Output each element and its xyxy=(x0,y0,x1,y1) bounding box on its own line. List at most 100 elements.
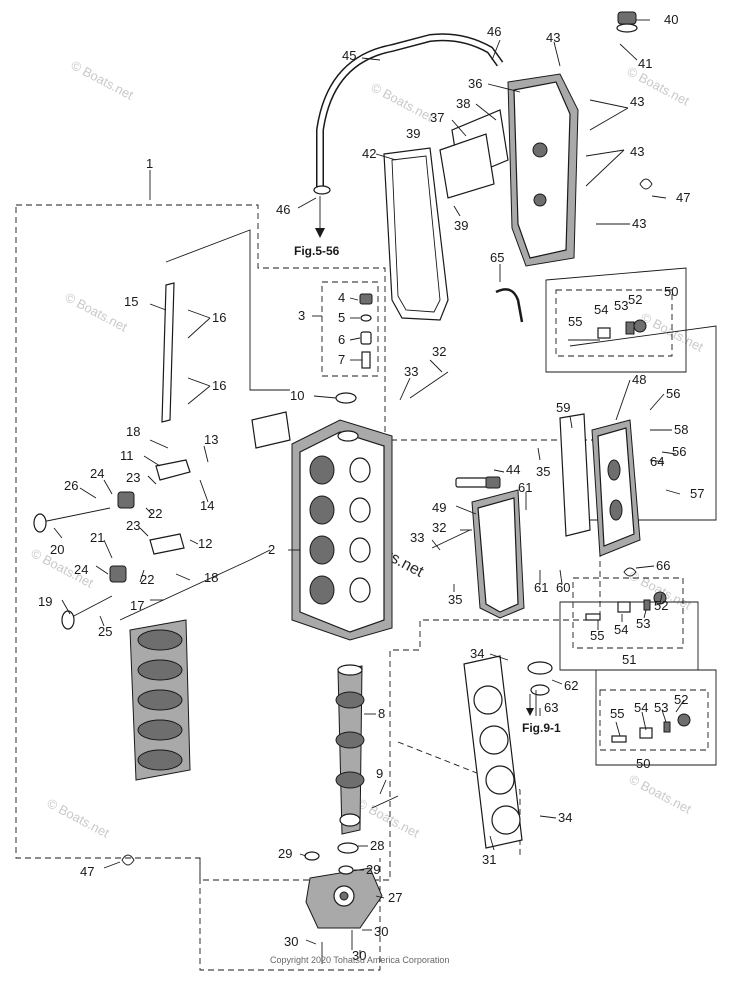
clip xyxy=(639,178,653,190)
callout: 38 xyxy=(456,96,470,111)
valve-kit-outline xyxy=(321,281,379,377)
callout: 33 xyxy=(404,364,418,379)
callout: 19 xyxy=(38,594,52,609)
valve-spring xyxy=(109,565,127,583)
sensor-kit-outline-low xyxy=(599,689,709,751)
rocker-shaft xyxy=(161,282,175,423)
callout: 57 xyxy=(690,486,704,501)
callout: 15 xyxy=(124,294,138,309)
sensor-kit-outline-mid xyxy=(572,577,684,649)
callout: 17 xyxy=(130,598,144,613)
callout: 4 xyxy=(338,290,345,305)
callout: 18 xyxy=(204,570,218,585)
head-gasket xyxy=(463,655,523,849)
head-cover-gasket xyxy=(383,147,449,321)
callout: 21 xyxy=(90,530,104,545)
callout: 62 xyxy=(564,678,578,693)
callout: 14 xyxy=(200,498,214,513)
o-ring xyxy=(337,842,359,854)
breather-hose-core xyxy=(317,34,503,190)
callout: 30 xyxy=(284,934,298,949)
exhaust-gasket xyxy=(559,413,591,537)
callout: 2 xyxy=(268,542,275,557)
callout: 50 xyxy=(636,756,650,771)
callout: 39 xyxy=(454,218,468,233)
callout: 27 xyxy=(388,890,402,905)
callout: 20 xyxy=(50,542,64,557)
valve-head xyxy=(33,513,47,533)
callout: 32 xyxy=(432,344,446,359)
clip xyxy=(121,854,135,866)
callout: 30 xyxy=(352,948,366,963)
callout: 40 xyxy=(664,12,678,27)
callout: 31 xyxy=(482,852,496,867)
callout: 55 xyxy=(568,314,582,329)
watermark: © Boats.net xyxy=(369,79,437,124)
spark-plug xyxy=(455,476,501,489)
baffle-plate xyxy=(439,133,495,199)
callout: 52 xyxy=(628,292,642,307)
callout: 1 xyxy=(146,156,153,171)
oil-filler-cap xyxy=(616,11,638,33)
callout: 29 xyxy=(366,862,380,877)
exhaust-cover xyxy=(591,419,641,557)
callout: 45 xyxy=(342,48,356,63)
watermark: © Boats.net xyxy=(355,795,423,840)
watermark: © Boats.net xyxy=(45,795,113,840)
callout: 59 xyxy=(556,400,570,415)
callout: 32 xyxy=(432,520,446,535)
callout: 23 xyxy=(126,518,140,533)
gasket-outline xyxy=(397,741,521,858)
callout: 43 xyxy=(632,216,646,231)
cylinder-head-assembly-outline xyxy=(15,204,601,881)
callout: 37 xyxy=(430,110,444,125)
oil-pump xyxy=(305,867,383,929)
callout: 47 xyxy=(80,864,94,879)
callout: 43 xyxy=(630,144,644,159)
callout: 53 xyxy=(654,700,668,715)
callout: 53 xyxy=(636,616,650,631)
callout: 24 xyxy=(74,562,88,577)
callout: 28 xyxy=(370,838,384,853)
sensor-parts xyxy=(585,319,691,743)
callout: 13 xyxy=(204,432,218,447)
callout: 24 xyxy=(90,466,104,481)
callout: 36 xyxy=(468,76,482,91)
callout: 44 xyxy=(506,462,520,477)
seal-detail xyxy=(335,392,357,404)
callout: 9 xyxy=(376,766,383,781)
callout: 43 xyxy=(630,94,644,109)
rocker-arm xyxy=(149,533,185,555)
callout: 52 xyxy=(654,598,668,613)
group-50-box xyxy=(545,267,687,373)
watermark: © Boats.net xyxy=(63,289,131,334)
fig-arrowhead-bottom xyxy=(526,708,534,716)
head-cover xyxy=(507,73,579,267)
o-ring xyxy=(338,865,354,875)
callout: 33 xyxy=(410,530,424,545)
callout: 10 xyxy=(290,388,304,403)
callout: 5 xyxy=(338,310,345,325)
fig-arrowhead-top xyxy=(315,228,325,238)
thermostat-housing xyxy=(471,489,525,619)
callout: 41 xyxy=(638,56,652,71)
callout: 54 xyxy=(634,700,648,715)
callout: 63 xyxy=(544,700,558,715)
valve-spring xyxy=(117,491,135,509)
callout: 7 xyxy=(338,352,345,367)
callout: 43 xyxy=(546,30,560,45)
callout: 52 xyxy=(674,692,688,707)
callout: 34 xyxy=(470,646,484,661)
callout: 30 xyxy=(374,924,388,939)
callout: 54 xyxy=(594,302,608,317)
callout: 64 xyxy=(650,454,664,469)
callout: 35 xyxy=(536,464,550,479)
callout: 22 xyxy=(148,506,162,521)
valve-kit xyxy=(359,293,373,369)
camshaft xyxy=(335,664,365,835)
figure-reference: Fig.5-56 xyxy=(294,244,340,258)
callout: 46 xyxy=(487,24,501,39)
callout: 22 xyxy=(140,572,154,587)
valve-head xyxy=(61,610,75,630)
